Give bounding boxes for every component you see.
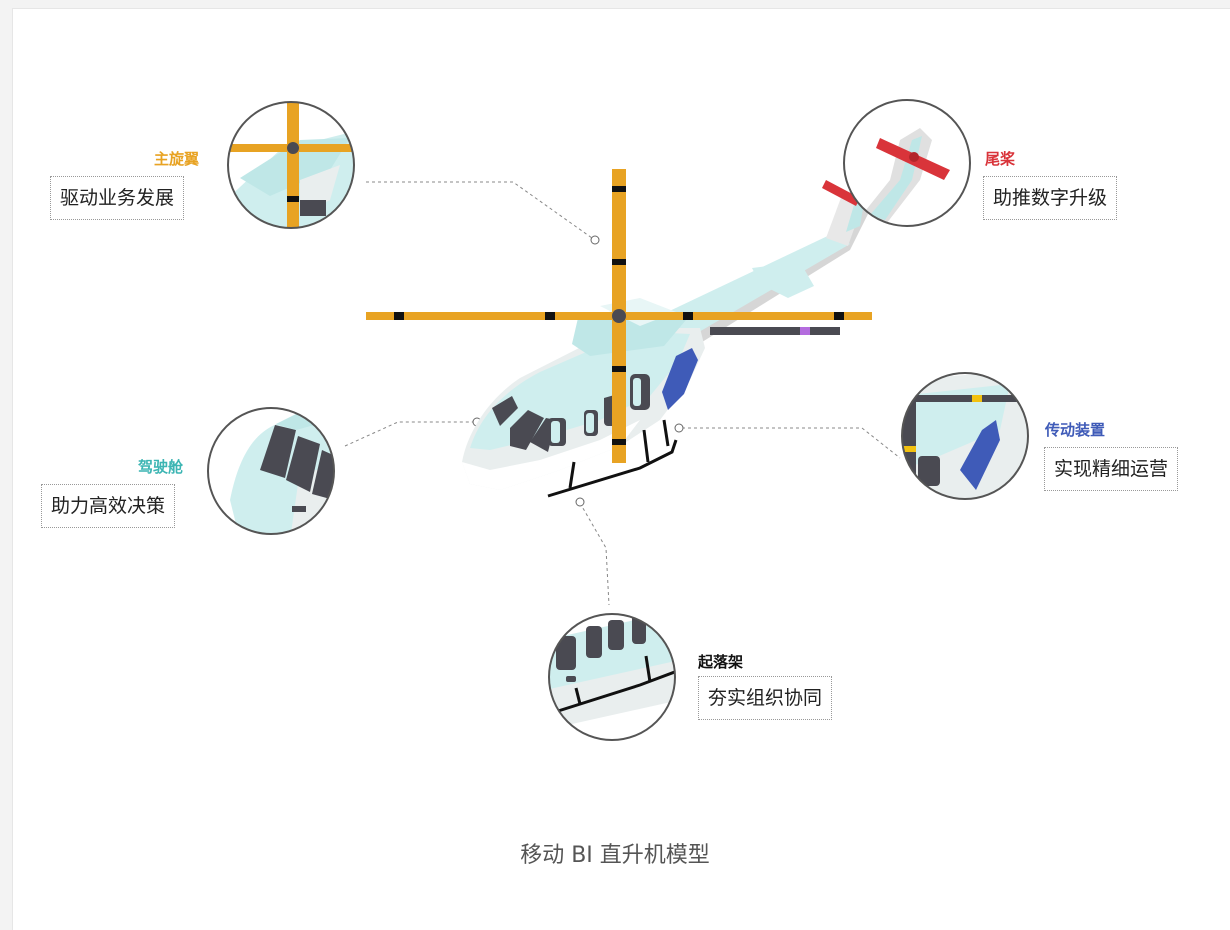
transmission-label: 传动装置 [1045,421,1106,439]
tail-rotor-desc: 助推数字升级 [983,176,1118,220]
diagram-caption: 移动 BI 直升机模型 [520,843,710,868]
tail-rotor-zoom-circle [843,99,971,227]
transmission-desc: 实现精细运营 [1044,447,1179,491]
landing-gear-desc: 夯实组织协同 [698,676,833,720]
cockpit-zoom-circle [207,407,335,535]
landing-gear-label: 起落架 [698,653,744,671]
tail-rotor-label: 尾桨 [985,150,1016,168]
connector-lines [344,181,901,606]
main-rotor-label: 主旋翼 [154,150,200,168]
landing-gear-zoom-circle [548,613,676,741]
cockpit-label: 驾驶舱 [138,458,184,476]
cockpit-desc: 助力高效决策 [41,484,176,528]
transmission-zoom-circle [901,372,1029,500]
main-rotor-zoom-circle [227,101,355,229]
main-rotor-desc: 驱动业务发展 [50,176,185,220]
helicopter-illustration [366,169,872,498]
